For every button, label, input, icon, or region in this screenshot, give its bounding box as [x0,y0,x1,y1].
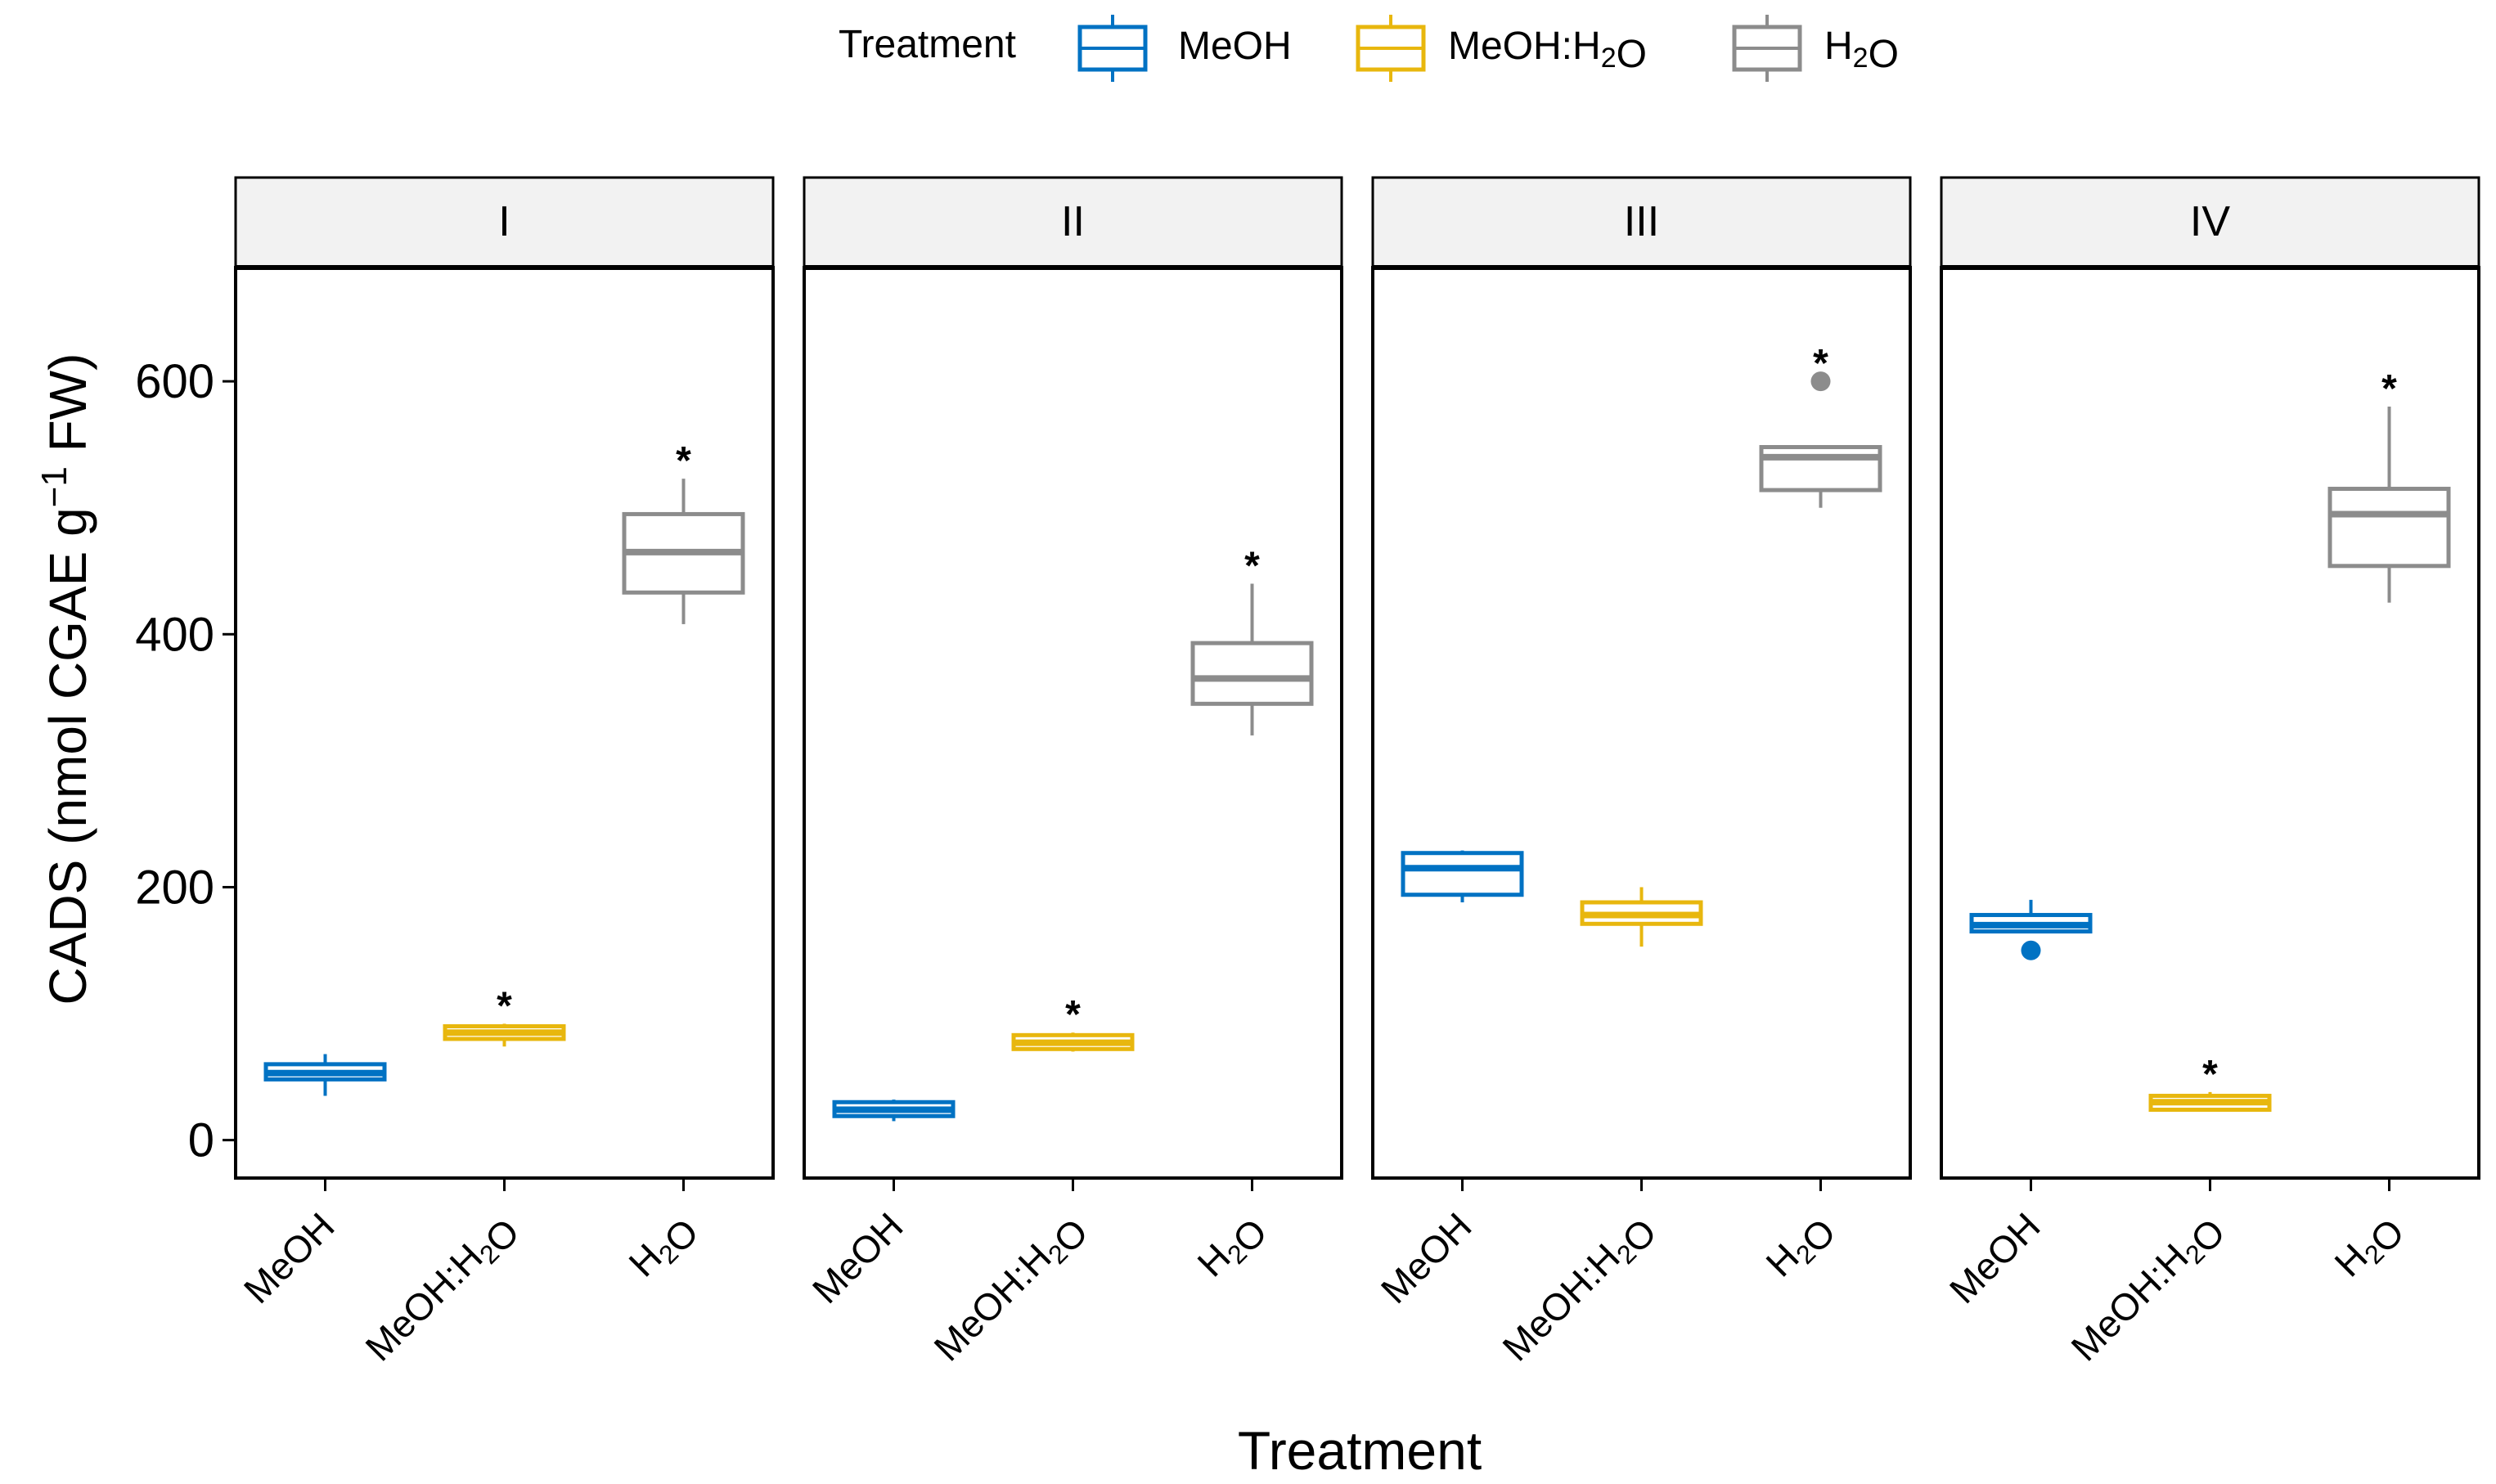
y-tick-label: 600 [135,355,214,408]
box: * [2148,1053,2272,1113]
box [1969,899,2093,960]
box-iqr [1190,641,1314,706]
y-axis-label: CADS (nmol CGAE g−1 FW) [34,353,97,1005]
legend-label: MeOH:H2O [1448,25,1647,76]
x-axis-label: Treatment [1238,1420,1482,1481]
box: * [1011,993,1135,1052]
x-tick-label: MeOH [804,1204,911,1311]
y-axis-label-unit: FW) [38,353,97,467]
facet-label: IV [2190,198,2230,245]
facet-strip [1940,176,2480,269]
x-tick-label: MeOH:H2O [1494,1204,1664,1374]
legend-title: Treatment [839,23,1016,66]
significance-marker: * [2202,1053,2218,1096]
box [1401,850,1524,903]
y-tick-label: 400 [135,608,214,661]
box-iqr [1401,851,1524,897]
x-tick-label: MeOH:H2O [357,1204,527,1374]
x-tick-label: H2O [2326,1204,2412,1290]
x-tick-label: MeOH [236,1204,343,1311]
panel-frame [1371,266,1912,1180]
significance-marker: * [2381,367,2397,411]
y-axis: 0 200 400 600 [135,355,236,1167]
facet-label: II [1061,198,1085,245]
x-tick-label: MeOH:H2O [2062,1204,2233,1374]
y-tick-label: 200 [135,861,214,914]
facet-label: III [1624,198,1659,245]
outlier-point [1810,371,1831,392]
legend-item: MeOH [1077,15,1292,82]
box-iqr [1759,445,1882,492]
box [832,1100,956,1122]
box-iqr [2327,487,2451,569]
legend: Treatment MeOH MeOH:H2O H2O [839,15,1899,82]
box [1580,887,1703,947]
x-tick-label: MeOH [1373,1204,1480,1311]
significance-marker: * [1065,993,1081,1037]
significance-marker: * [1244,544,1260,587]
legend-item: H2O [1732,15,1899,82]
panel-frame [1940,266,2480,1180]
legend-label: MeOH [1178,25,1292,68]
box: * [443,984,566,1047]
significance-marker: * [497,984,512,1028]
legend-label: H2O [1824,25,1899,76]
facet-label: I [498,198,510,245]
box [263,1054,387,1096]
y-axis-label-exponent: −1 [34,466,74,507]
y-tick-label: 0 [188,1114,214,1167]
legend-item: MeOH:H2O [1356,15,1647,82]
y-axis-label-main: CADS (nmol CGAE g [38,507,97,1005]
significance-marker: * [1813,342,1828,385]
x-tick-label: MeOH [1941,1204,2049,1311]
x-tick-label: H2O [1757,1204,1843,1290]
x-tick-label: H2O [1189,1204,1275,1290]
box: * [1190,544,1314,735]
facet-strip [234,176,775,269]
facet-strip [803,176,1343,269]
outlier-point [2021,940,2041,960]
x-tick-label: MeOH:H2O [925,1204,1095,1374]
box: * [2327,367,2451,603]
significance-marker: * [676,439,691,483]
box: * [622,439,745,624]
box: * [1759,342,1882,508]
x-tick-label: H2O [620,1204,706,1290]
